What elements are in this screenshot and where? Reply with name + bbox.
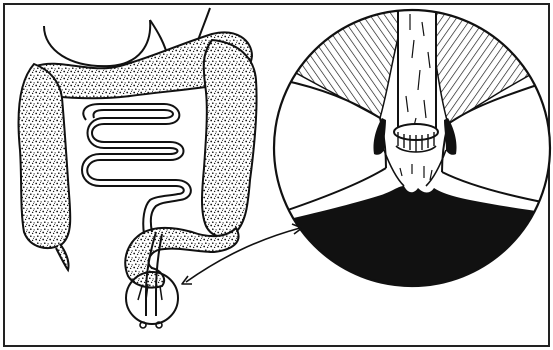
endoscope-tube bbox=[398, 6, 436, 130]
